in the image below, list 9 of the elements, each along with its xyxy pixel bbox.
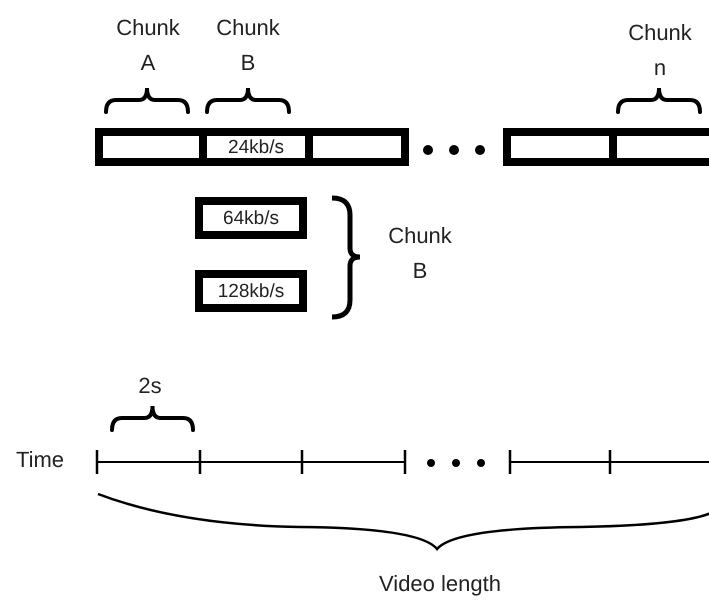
annotation-label: 2s (137, 372, 163, 400)
annotation-label: Chunk B (387, 222, 453, 286)
bitrate-box: 64kb/s (195, 197, 307, 239)
annotation-label: Chunk B (215, 14, 281, 78)
annotation-label: Video length (378, 570, 502, 598)
axis-label: Time (14, 446, 66, 474)
annotation-label: Chunk A (115, 14, 181, 78)
bitrate-box: 128kb/s (195, 270, 307, 312)
annotation-label: Chunk n (627, 19, 693, 82)
